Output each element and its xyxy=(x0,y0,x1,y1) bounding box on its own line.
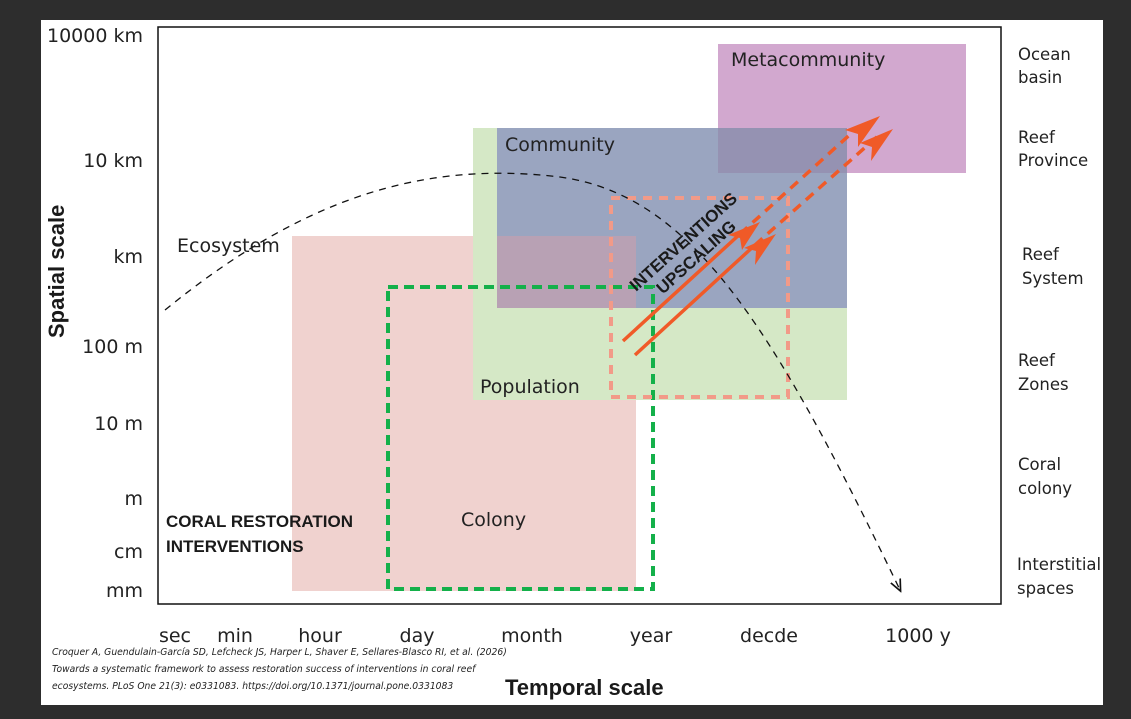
x-tick: year xyxy=(630,625,673,647)
right-label: basin xyxy=(1018,68,1062,87)
colony-label: Colony xyxy=(461,509,526,531)
x-tick: hour xyxy=(298,625,342,647)
citation-line-3: ecosystems. PLoS One 21(3): e0331083. ht… xyxy=(52,681,454,692)
right-label: spaces xyxy=(1017,579,1074,598)
x-tick: month xyxy=(501,625,563,647)
y-tick: m xyxy=(124,488,143,510)
x-axis-title: Temporal scale xyxy=(505,675,664,700)
metacommunity-community-overlap xyxy=(718,128,847,173)
y-tick: 10000 km xyxy=(47,25,143,47)
upscaling-arrow-1 xyxy=(621,232,742,343)
x-axis-ticks: sec min hour day month year decde 1000 y xyxy=(159,625,951,647)
upscaling-arrows xyxy=(621,116,893,357)
ecosystem-label: Ecosystem xyxy=(177,235,280,257)
community-ecosystem-overlap xyxy=(497,236,636,308)
y-tick: 10 km xyxy=(83,150,143,172)
right-label: Zones xyxy=(1018,375,1069,394)
y-tick: 10 m xyxy=(94,413,143,435)
community-label: Community xyxy=(505,134,615,156)
population-label: Population xyxy=(480,376,580,398)
right-label: Reef xyxy=(1018,128,1056,147)
x-tick: decde xyxy=(740,625,798,647)
right-label: System xyxy=(1022,269,1084,288)
restoration-label-line1: CORAL RESTORATION xyxy=(166,512,353,531)
y-tick: 100 m xyxy=(82,336,143,358)
y-axis-title: Spatial scale xyxy=(44,205,69,338)
y-tick: mm xyxy=(106,580,143,602)
right-label: Province xyxy=(1018,151,1088,170)
right-label: Interstitial xyxy=(1017,555,1101,574)
restoration-interventions-box xyxy=(386,285,655,591)
ecosystem-trajectory-curve xyxy=(164,172,900,590)
right-label: Reef xyxy=(1022,245,1060,264)
right-label: Ocean xyxy=(1018,45,1071,64)
x-tick: 1000 y xyxy=(885,625,951,647)
upscaling-arrow-2 xyxy=(633,243,757,357)
citation-line-1: Croquer A, Guendulain-García SD, Lefchec… xyxy=(52,647,507,658)
right-label: Reef xyxy=(1018,351,1056,370)
metacommunity-label: Metacommunity xyxy=(731,49,885,71)
x-tick: sec xyxy=(159,625,191,647)
y-tick: km xyxy=(113,246,143,268)
right-label: Coral xyxy=(1018,455,1061,474)
y-axis-ticks: 10000 km 10 km km 100 m 10 m m cm mm xyxy=(47,25,143,602)
right-label: colony xyxy=(1018,479,1072,498)
right-scale-labels: Ocean basin Reef Province Reef System Re… xyxy=(1017,45,1101,598)
x-tick: day xyxy=(400,625,435,647)
citation-line-2: Towards a systematic framework to assess… xyxy=(52,664,476,675)
x-tick: min xyxy=(217,625,253,647)
restoration-label-line2: INTERVENTIONS xyxy=(166,537,304,556)
upscaling-box xyxy=(609,196,790,399)
y-tick: cm xyxy=(114,541,143,563)
